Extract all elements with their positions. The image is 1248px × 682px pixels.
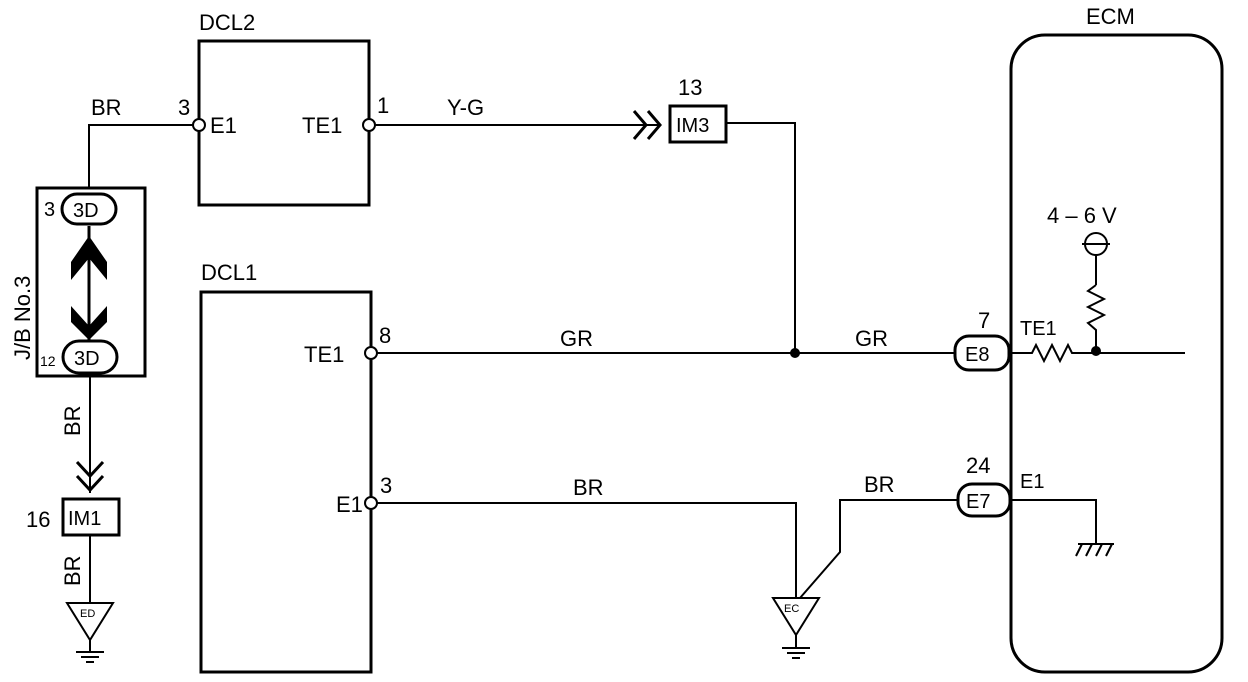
ed-ground-label: ED — [80, 608, 95, 620]
jb-top-conn-label: 3D — [73, 200, 99, 222]
e8-connector — [953, 334, 1011, 372]
dcl2-te1-terminal — [362, 118, 376, 132]
wire-br-dcl1-to-ec — [376, 502, 797, 598]
im3-label: IM3 — [676, 115, 709, 137]
dcl2-box — [197, 39, 371, 207]
im1-connector — [61, 497, 121, 537]
jb-down-arrow-icon — [71, 306, 107, 340]
dcl2-te1-pin-number: 1 — [377, 93, 389, 118]
wire-ecm-e1-internal — [1011, 499, 1097, 544]
wire-label-br-jb-down: BR — [60, 405, 85, 436]
dcl1-e1-label: E1 — [336, 492, 363, 517]
dcl2-title: DCL2 — [199, 10, 255, 35]
pullup-resistor-icon — [1085, 284, 1107, 350]
ecm-title: ECM — [1086, 4, 1135, 29]
ec-ground-icon — [771, 597, 821, 637]
dcl1-te1-pin-number: 8 — [379, 323, 391, 348]
e7-connector — [956, 482, 1012, 518]
im3-arrow-icon — [632, 110, 648, 140]
dcl1-e1-pin-number: 3 — [380, 473, 392, 498]
im1-pin-number: 16 — [26, 507, 50, 532]
wire-label-br-im1-down: BR — [60, 555, 85, 586]
e8-pin-number: 7 — [978, 308, 990, 333]
im1-arrow-icon-2 — [75, 474, 105, 493]
chassis-ground-hatch-3 — [1095, 543, 1103, 557]
e8-label: E8 — [965, 344, 989, 366]
dcl1-box — [199, 290, 373, 674]
jb-label: J/B No.3 — [10, 276, 35, 360]
chassis-ground-hatch-1 — [1075, 543, 1083, 557]
wire-label-br-top: BR — [91, 95, 122, 120]
dcl2-e1-label: E1 — [210, 113, 237, 138]
im1-label: IM1 — [68, 508, 101, 530]
jb-bottom-conn-label: 3D — [74, 348, 100, 370]
jb-bottom-pin-number: 12 — [40, 353, 56, 369]
ed-ground-icon — [65, 602, 115, 642]
im3-arrow-icon-2 — [646, 110, 662, 140]
im3-connector — [668, 104, 728, 144]
im3-pin-number: 13 — [678, 75, 702, 100]
wire-br-jb-to-dcl2 — [88, 124, 197, 188]
dcl2-te1-label: TE1 — [302, 113, 342, 138]
wire-im3-to-junction — [726, 122, 796, 353]
im1-arrow-icon — [75, 460, 105, 479]
dcl1-te1-terminal — [364, 346, 378, 360]
dcl2-e1-terminal — [192, 118, 206, 132]
dcl1-title: DCL1 — [201, 260, 257, 285]
chassis-ground-hatch-2 — [1085, 543, 1093, 557]
dcl1-e1-terminal — [364, 496, 378, 510]
wire-label-br-dcl1: BR — [573, 475, 604, 500]
ecm-voltage-label: 4 – 6 V — [1047, 203, 1117, 228]
jb-top-pin-number: 3 — [44, 199, 55, 221]
wire-label-gr-right: GR — [855, 326, 888, 351]
ecm-te1-label: TE1 — [1020, 318, 1057, 340]
e7-label: E7 — [966, 491, 990, 513]
dcl2-e1-pin-number: 3 — [178, 95, 190, 120]
jb-top-connector — [60, 192, 118, 226]
gr-junction-dot — [790, 348, 800, 358]
jb-bottom-connector — [61, 339, 119, 375]
ec-ground-label: EC — [784, 603, 799, 615]
e7-pin-number: 24 — [966, 453, 990, 478]
dcl1-te1-label: TE1 — [304, 342, 344, 367]
wire-label-br-e7: BR — [864, 472, 895, 497]
ecm-node-dot — [1091, 346, 1101, 356]
wire-br-e7-to-ec — [799, 499, 958, 599]
chassis-ground-hatch-4 — [1105, 543, 1113, 557]
wire-ecm-te1-internal — [1011, 342, 1185, 364]
jb-up-arrow-icon — [71, 236, 107, 280]
wire-label-yg: Y-G — [447, 95, 484, 120]
wire-label-gr-left: GR — [560, 326, 593, 351]
ecm-e1-label: E1 — [1020, 471, 1044, 493]
